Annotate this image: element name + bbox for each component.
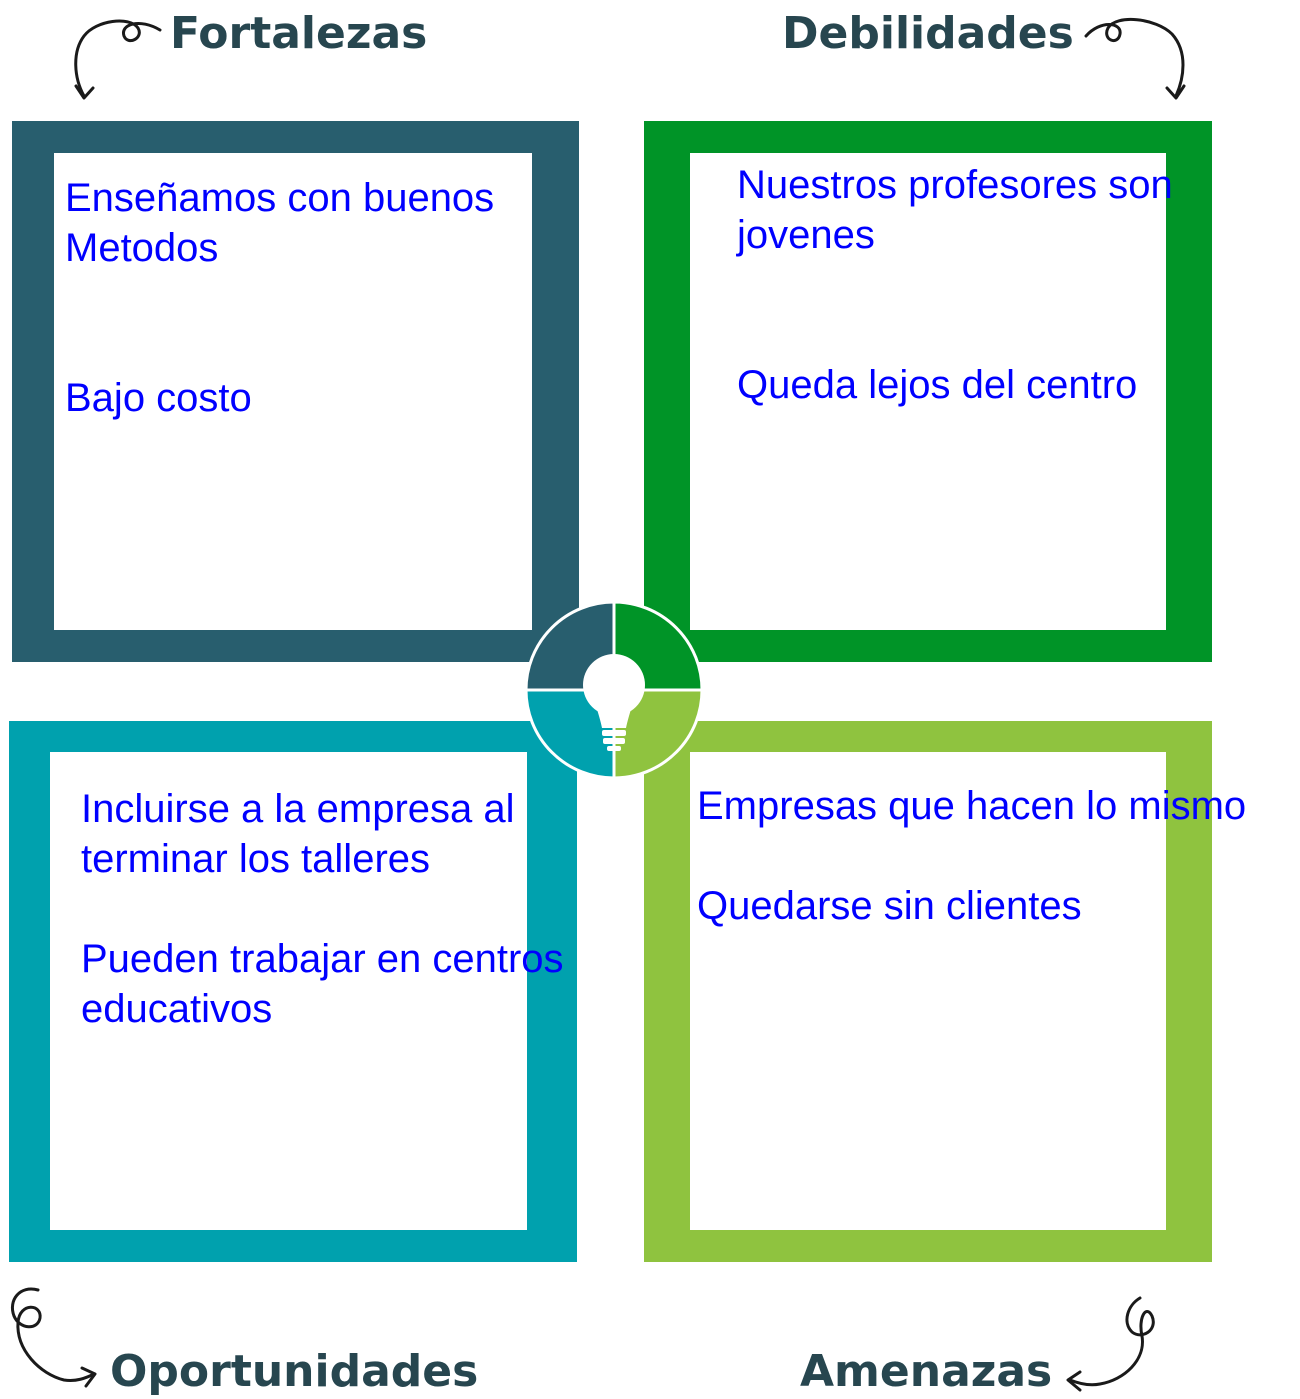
curvy-arrow-icon [1084,17,1186,100]
center-quarter-oportunidades [524,688,616,780]
debilidades-box [644,121,1212,662]
fortalezas-title: Fortalezas [170,8,428,59]
curvy-arrow-icon [1066,1296,1155,1392]
amenazas-item-1: Empresas que hacen lo mismo [697,784,1247,828]
curvy-arrow-icon [74,19,162,100]
amenazas-box [644,721,1212,1262]
oportunidades-title: Oportunidades [110,1346,479,1397]
center-quarter-amenazas [612,688,704,780]
debilidades-title: Debilidades [782,8,1074,59]
curvy-arrow-icon [11,1287,97,1388]
fortalezas-item-1: Enseñamos con buenos Metodos [65,176,495,270]
oportunidades-item-1: Incluirse a la empresa al terminar los t… [81,787,515,881]
debilidades-item-1: Nuestros profesores son jovenes [737,163,1173,257]
oportunidades-box [9,721,577,1262]
oportunidades-item-2: Pueden trabajar en centros educativos [81,937,564,1031]
lightbulb-icon [583,654,645,751]
debilidades-item-2: Queda lejos del centro [737,363,1138,407]
amenazas-title: Amenazas [800,1346,1053,1397]
fortalezas-box [12,121,579,662]
fortalezas-item-2: Bajo costo [65,376,252,420]
amenazas-item-2: Quedarse sin clientes [697,884,1082,928]
